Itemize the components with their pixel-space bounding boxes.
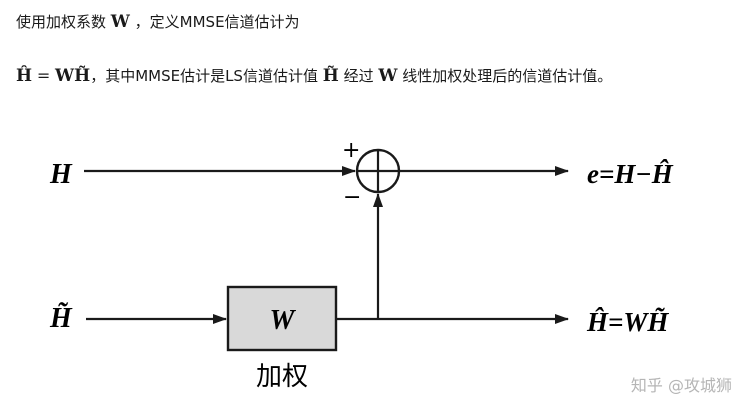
definition-tail: 线性加权处理后的信道估计值。 [402,67,613,85]
paragraph-mmse-definition: Ĥ = WH̃，其中MMSE估计是LS信道估计值 H̃ 经过 W 线性加权处理后… [16,66,612,86]
equation-rhs: WH̃ [55,66,91,86]
watermark: 知乎 @攻城狮 [630,376,732,395]
definition-separator: ，其中MMSE估计是LS信道估计值 [90,67,318,85]
weighting-block-caption: 加权 [256,362,308,392]
definition-mid: 经过 [343,67,374,85]
weight-symbol-2: W [378,66,398,86]
minus-sign: − [343,185,361,210]
plus-sign: + [342,138,360,163]
paragraph-weighting-intro: 使用加权系数 W ，定义MMSE信道估计为 [16,12,300,32]
input-htilde-label: H̃ [49,303,73,334]
input-h-label: H [49,159,73,190]
weighting-block [226,285,338,352]
intro-prefix: 使用加权系数 [16,13,107,31]
equation-lhs: Ĥ [16,66,33,86]
ls-estimate-symbol: H̃ [322,66,339,86]
summing-junction-icon [355,148,401,194]
estimate-output-label: Ĥ=WH̃ [586,307,669,337]
weight-symbol: W [110,12,130,32]
intro-suffix: ，定义MMSE信道估计为 [134,13,300,31]
equation-equals: = [36,66,51,85]
weighting-block-label: W [270,305,297,336]
error-output-label: e=H−Ĥ [587,159,674,189]
